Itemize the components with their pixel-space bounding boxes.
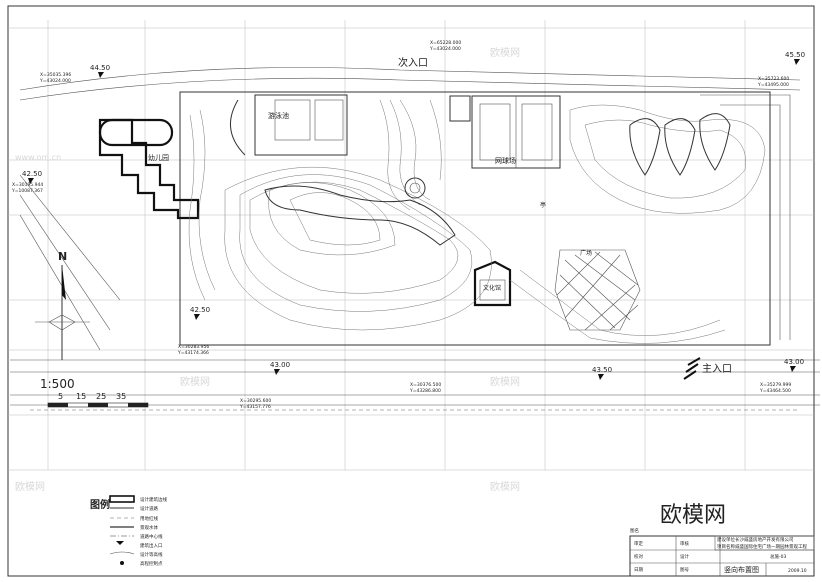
coord-y: Y=43024.000 (39, 78, 71, 84)
legend-item: 道路中心线 (140, 533, 163, 540)
title-label: 审核 (680, 540, 689, 547)
elevation-label: 42.50 (190, 306, 210, 314)
legend-item: 设计道路 (140, 505, 158, 512)
coord-y: Y=10087.367 (11, 188, 43, 194)
watermark-site: www.om.cn (15, 153, 61, 162)
legend-item: 建筑出入口 (140, 542, 163, 549)
legend-item: 高程控制点 (140, 560, 163, 567)
drawing-frame (7, 5, 815, 577)
coord-x: X=30195.944 (12, 182, 43, 188)
watermark-logo: 欧模网 (15, 481, 45, 493)
title-label: 项目名称 (717, 543, 735, 550)
coord-x: X=30295.600 (240, 398, 271, 404)
contour-lines (188, 99, 766, 344)
drawing-title: 竖向布置图 (724, 565, 759, 574)
pavilion-label: 亭 (540, 201, 546, 209)
drawing-number: 总施-03 (770, 553, 786, 560)
scale-tick: 15 (76, 392, 86, 401)
title-label: 日期 (634, 567, 643, 573)
pool-area (229, 94, 348, 156)
elevation-label: 43.00 (784, 358, 804, 366)
kindergarten-rounded-block (98, 118, 174, 147)
tennis-label: 网球场 (495, 156, 516, 165)
coord-y: Y=43495.000 (757, 82, 789, 88)
coord-x: X=65228.000 (430, 40, 461, 46)
plaza-hatch (554, 249, 641, 331)
scale-tick: 25 (96, 392, 106, 401)
water-body (264, 185, 456, 246)
plaza-label: 广场 (580, 249, 592, 257)
tennis-courts (449, 95, 561, 169)
watermark-logo: 欧模网 (490, 47, 520, 59)
watermarks: 欧模网 www.om.cn 欧模网 欧模网 欧模网 欧模网 (15, 47, 520, 493)
north-label: N (58, 250, 67, 263)
title-label: 审定 (634, 540, 643, 547)
title-label: 图名 (630, 527, 639, 534)
watermark-logo: 欧模网 (490, 376, 520, 388)
north-arrow (35, 265, 90, 360)
title-label: 校对 (634, 553, 643, 560)
main-entrance-arrows (683, 357, 701, 380)
elevation-label: 43.50 (592, 366, 612, 374)
legend: 图例 (90, 495, 135, 565)
legend-title: 图例 (90, 498, 110, 511)
company-name: 长沙威盛房地产开发有限公司 (735, 536, 794, 543)
coord-x: X=30376.500 (410, 382, 441, 388)
scale-tick: 5 (58, 392, 63, 401)
elevation-label: 44.50 (90, 64, 110, 72)
title-block (629, 535, 815, 577)
coord-x: X=35723.600 (758, 76, 789, 82)
watermark-logo: 欧模网 (180, 376, 210, 388)
site-boundary (179, 91, 771, 346)
project-name: 威盛国际住宅广场一期园林景观工程 (735, 543, 807, 550)
secondary-entrance-label: 次入口 (398, 56, 428, 69)
legend-item: 用地红线 (140, 515, 158, 522)
leaf-features (629, 113, 731, 176)
scale-tick: 35 (116, 392, 126, 401)
culture-center (473, 260, 512, 307)
coord-x: X=30283.956 (178, 344, 209, 350)
coord-x: X=35279.999 (760, 382, 791, 388)
kindergarten-building (98, 118, 200, 220)
kindergarten-label: 幼儿园 (148, 153, 169, 162)
coord-y: Y=43157.776 (239, 404, 271, 410)
legend-item: 景观水体 (140, 524, 158, 531)
fountain-inner (409, 182, 421, 194)
title-label: 设计 (680, 553, 689, 560)
scale-bar (47, 402, 149, 408)
legend-item: 设计等高线 (140, 551, 163, 558)
elevation-label: 43.00 (270, 361, 290, 369)
elevation-label: 42.50 (22, 170, 42, 178)
coord-y: Y=43024.000 (429, 46, 461, 52)
coord-y: Y=43174.366 (177, 350, 209, 356)
coord-x: X=35035.396 (40, 72, 71, 78)
scale-ratio: 1:500 (40, 377, 75, 391)
elevation-markers (28, 59, 800, 380)
main-entrance-label: 主入口 (702, 363, 732, 375)
coord-y: Y=43286.800 (409, 388, 441, 394)
elevation-label: 45.50 (785, 51, 805, 59)
drawing-date: 2009.10 (788, 568, 807, 574)
watermark-logo: 欧模网 (490, 481, 520, 493)
legend-item: 设计建筑边线 (140, 496, 167, 503)
culture-center-label: 文化馆 (483, 284, 501, 292)
footer-watermark: 欧模网 (660, 503, 726, 528)
coord-y: Y=43464.500 (759, 388, 791, 394)
title-label: 建设单位 (717, 536, 735, 543)
fountain-circle (404, 177, 426, 199)
pool-label: 游泳池 (268, 111, 289, 120)
title-label: 图号 (680, 567, 689, 573)
